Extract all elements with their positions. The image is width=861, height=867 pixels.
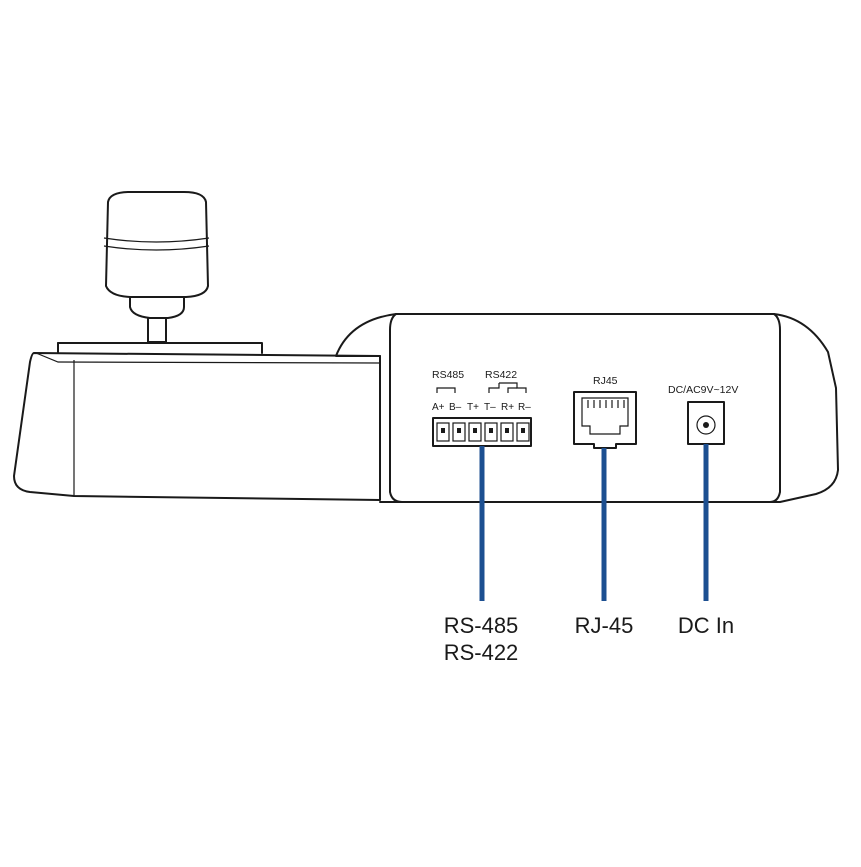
pin-label-b-minus: B–: [449, 402, 462, 413]
pin-label-r-plus: R+: [501, 402, 514, 413]
pin-label-t-plus: T+: [467, 402, 479, 413]
rear-housing: [335, 313, 839, 503]
pin-label-r-minus: R–: [518, 402, 531, 413]
cables: [479, 444, 709, 601]
rs485-group-label: RS485: [432, 369, 464, 381]
callout-rs485: RS-485: [444, 613, 519, 638]
left-housing: [13, 352, 381, 501]
pin-label-a-plus: A+: [432, 402, 445, 413]
callout-dc-in: DC In: [678, 613, 734, 638]
pin-label-t-minus: T–: [484, 402, 496, 413]
joystick: [57, 191, 263, 354]
terminal-block: RS485 RS422 A+ B– T+ T– R+ R–: [432, 369, 532, 447]
rj45-port: RJ45: [573, 375, 637, 449]
callout-rs422: RS-422: [444, 640, 519, 665]
dc-jack: DC/AC9V~12V: [668, 384, 738, 445]
rs422-group-label: RS422: [485, 369, 517, 381]
terminal-housing: [432, 417, 532, 447]
rj45-contacts: [587, 400, 625, 408]
rj45-panel-label: RJ45: [593, 375, 618, 387]
terminal-slots: [436, 422, 530, 442]
dc-panel-label: DC/AC9V~12V: [668, 384, 738, 396]
callout-rj45: RJ-45: [575, 613, 634, 638]
